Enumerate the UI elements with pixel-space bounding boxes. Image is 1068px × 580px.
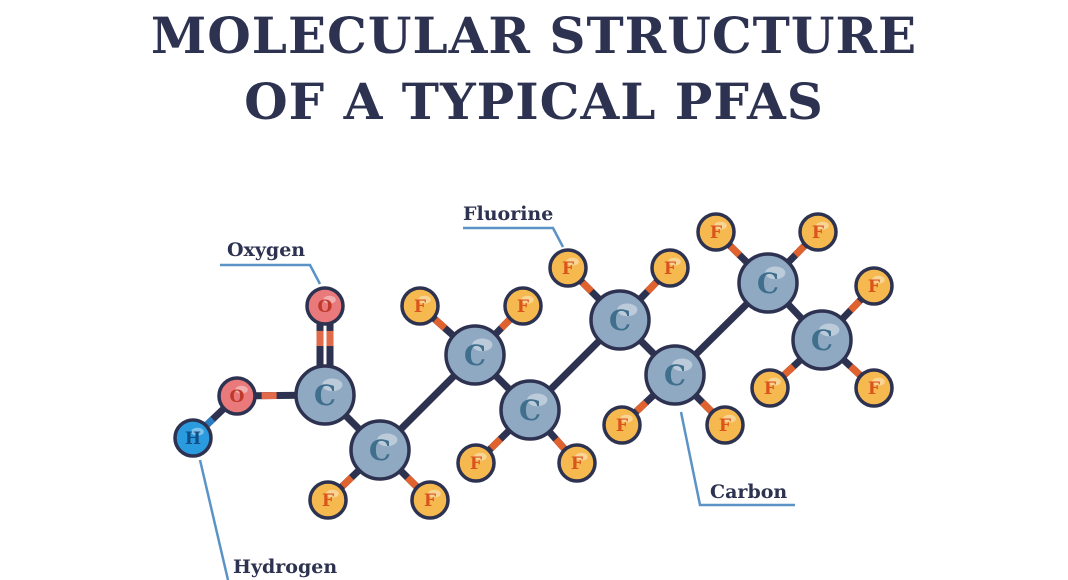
fluorine-atom: F bbox=[410, 480, 450, 520]
carbon-fluorine-bond-accent bbox=[340, 474, 354, 489]
carbon-atom-symbol: C bbox=[757, 268, 779, 300]
carbon-atom: C bbox=[791, 309, 853, 371]
carbon-atom: C bbox=[294, 364, 356, 426]
carbon-atom-symbol: C bbox=[664, 360, 686, 392]
carbon-atom-symbol: C bbox=[369, 435, 391, 467]
fluorine-label: Fluorine bbox=[463, 203, 553, 225]
hydrogen-atom-symbol: H bbox=[185, 429, 201, 449]
fluorine-atom-symbol: F bbox=[424, 491, 436, 511]
fluorine-atom-symbol: F bbox=[322, 491, 334, 511]
carbon-fluorine-bond-accent bbox=[644, 280, 659, 294]
carbon-atom-symbol: C bbox=[314, 380, 336, 412]
fluorine-atom-symbol: F bbox=[710, 223, 722, 243]
carbon-atom: C bbox=[644, 344, 706, 406]
fluorine-atom-symbol: F bbox=[616, 416, 628, 436]
carbon-atom: C bbox=[737, 252, 799, 314]
fluorine-atom-symbol: F bbox=[719, 416, 731, 436]
fluorine-atom: F bbox=[503, 286, 543, 326]
carbon-leader-line bbox=[679, 411, 795, 507]
fluorine-atom: F bbox=[456, 443, 496, 483]
fluorine-atom-symbol: F bbox=[562, 259, 574, 279]
hydrogen-leader-line bbox=[198, 459, 230, 580]
fluorine-atom-symbol: F bbox=[571, 454, 583, 474]
fluorine-atom-symbol: F bbox=[868, 277, 880, 297]
fluorine-atom: F bbox=[400, 286, 440, 326]
fluorine-leader-line bbox=[463, 226, 565, 248]
hydrogen-atom: H bbox=[173, 418, 213, 458]
fluorine-atom-symbol: F bbox=[414, 297, 426, 317]
oxygen-label: Oxygen bbox=[227, 239, 305, 261]
carbon-atom: C bbox=[499, 379, 561, 441]
fluorine-atom: F bbox=[650, 248, 690, 288]
carbon-fluorine-bond-accent bbox=[580, 280, 594, 294]
fluorine-atom: F bbox=[750, 368, 790, 408]
fluorine-atom-symbol: F bbox=[664, 259, 676, 279]
carbon-atom-symbol: C bbox=[519, 395, 541, 427]
carbon-fluorine-bond-accent bbox=[433, 317, 448, 331]
fluorine-atom: F bbox=[548, 248, 588, 288]
carbon-fluorine-bond-accent bbox=[700, 400, 714, 414]
fluorine-atom-symbol: F bbox=[812, 223, 824, 243]
carbon-fluorine-bond-accent bbox=[405, 475, 419, 489]
title-line-1: MOLECULAR STRUCTURE bbox=[150, 6, 918, 65]
carbon-fluorine-bond-accent bbox=[728, 243, 742, 258]
carbon-fluorine-bond-accent bbox=[553, 436, 567, 451]
title-line-2: OF A TYPICAL PFAS bbox=[244, 72, 824, 131]
fluorine-atom: F bbox=[854, 368, 894, 408]
fluorine-atom-symbol: F bbox=[868, 379, 880, 399]
oxygen-leader-line bbox=[220, 263, 322, 285]
fluorine-atom-symbol: F bbox=[764, 379, 776, 399]
carbon-fluorine-bond-accent bbox=[782, 363, 796, 378]
carbon-atom-symbol: C bbox=[464, 340, 486, 372]
carbon-fluorine-bond-accent bbox=[848, 298, 862, 313]
hydrogen-label: Hydrogen bbox=[233, 556, 337, 578]
fluorine-atom-symbol: F bbox=[517, 297, 529, 317]
fluorine-atom: F bbox=[798, 212, 838, 252]
carbon-fluorine-bond-accent bbox=[498, 317, 513, 331]
fluorine-atom: F bbox=[557, 443, 597, 483]
fluorine-atom: F bbox=[308, 480, 348, 520]
carbon-fluorine-bond-accent bbox=[488, 436, 503, 451]
oxygen-atom-symbol: O bbox=[318, 297, 333, 317]
carbon-atom-symbol: C bbox=[811, 325, 833, 357]
fluorine-atom: F bbox=[602, 405, 642, 445]
oxygen-atom: O bbox=[305, 286, 345, 326]
carbon-atom: C bbox=[589, 289, 651, 351]
carbon-label: Carbon bbox=[710, 481, 787, 503]
carbon-atom: C bbox=[444, 324, 506, 386]
oxygen-atom: O bbox=[217, 376, 257, 416]
carbon-fluorine-bond-accent bbox=[793, 243, 807, 258]
carbon-fluorine-bond-accent bbox=[848, 363, 862, 378]
fluorine-atom: F bbox=[854, 266, 894, 306]
carbon-fluorine-bond-accent bbox=[634, 399, 649, 414]
fluorine-atom: F bbox=[696, 212, 736, 252]
oxygen-atom-symbol: O bbox=[230, 387, 245, 407]
carbon-atom: C bbox=[349, 419, 411, 481]
carbon-atom-symbol: C bbox=[609, 305, 631, 337]
fluorine-atom-symbol: F bbox=[470, 454, 482, 474]
fluorine-atom: F bbox=[705, 405, 745, 445]
